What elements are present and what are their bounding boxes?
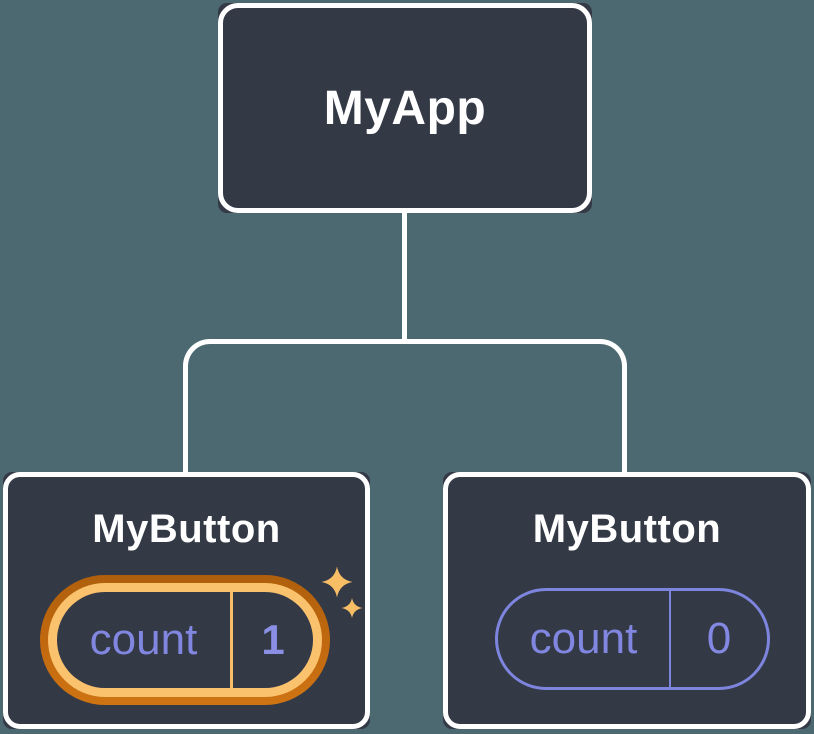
- node-mybutton-left-label: MyButton: [92, 507, 281, 551]
- node-mybutton-left-frame: MyButton count 1: [3, 472, 370, 729]
- node-myapp: MyApp: [218, 3, 592, 213]
- node-mybutton-right-frame: MyButton count 0: [443, 472, 811, 729]
- state-value: 0: [706, 614, 732, 663]
- state-pill: count 0: [495, 588, 770, 690]
- state-key: count: [529, 614, 638, 663]
- node-mybutton-left: MyButton count 1: [3, 472, 370, 729]
- state-pill-highlight-ring: count 1: [48, 583, 322, 697]
- state-pill-divider: [669, 591, 671, 687]
- state-value: 1: [261, 616, 285, 663]
- connector-root-stem: [402, 210, 407, 342]
- state-key: count: [89, 615, 198, 664]
- state-pill-highlighted: count 1: [40, 575, 330, 705]
- node-mybutton-right-label: MyButton: [532, 507, 722, 551]
- state-pill-body: count 1: [57, 592, 313, 688]
- connector-children-bracket: [183, 339, 627, 473]
- state-pill-divider: [230, 592, 233, 688]
- node-myapp-frame: MyApp: [218, 3, 592, 213]
- node-mybutton-right: MyButton count 0: [443, 472, 811, 729]
- node-myapp-label: MyApp: [323, 81, 487, 135]
- sparkle-icon: [321, 566, 363, 618]
